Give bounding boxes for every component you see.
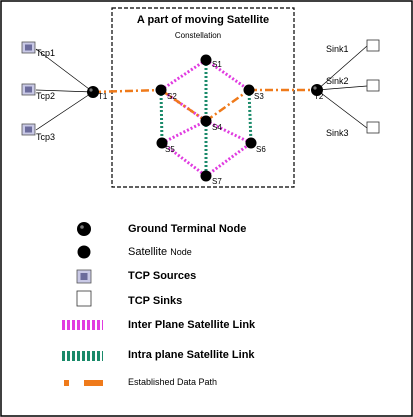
constellation-subtitle: Constellation [175, 31, 221, 40]
inter-link-s5-s7 [161, 141, 207, 178]
label-tcp3: Tcp3 [36, 132, 55, 142]
legend-symbol-satellite [77, 245, 91, 259]
tcp-source-2 [21, 83, 36, 96]
tcp-sinks [366, 39, 380, 134]
tcp-sink-2 [366, 79, 380, 92]
legend-label-satellite: Satellite Node [128, 246, 192, 258]
legend-symbol-tcp-source [76, 269, 92, 284]
satellite-node-s7 [200, 170, 212, 182]
inter-plane-links [160, 58, 252, 178]
inter-link-s1-s3 [205, 58, 250, 92]
ground-terminal-t1 [87, 86, 99, 98]
satellite-node-s4 [200, 115, 212, 127]
sink-link-1 [316, 45, 368, 91]
legend-label-tcp-sources: TCP Sources [128, 270, 197, 282]
inter-link-s2-s1 [160, 58, 207, 92]
legend-symbol-ground-terminal [77, 222, 91, 236]
label-s1: S1 [212, 60, 222, 69]
label-s4: S4 [212, 123, 222, 132]
legend-label-satellite-suffix: Node [170, 247, 192, 257]
legend-label-tcp-sinks: TCP Sinks [128, 295, 183, 307]
satellite-node-s5 [156, 137, 168, 149]
data-path-t1-s2 [92, 88, 162, 94]
tcp-source-3 [21, 123, 36, 136]
source-link-3 [35, 91, 94, 131]
satellite-node-s2 [155, 84, 167, 96]
inter-link-s5-s4 [161, 119, 207, 145]
inter-link-s2-s4 [160, 88, 207, 123]
data-path [92, 88, 317, 123]
intra-link-s2-s5 [159, 89, 164, 144]
label-sink1: Sink1 [326, 44, 349, 54]
data-path-s4-s3 [205, 88, 250, 123]
legend-symbol-data-path [64, 380, 103, 386]
label-tcp1: Tcp1 [36, 48, 55, 58]
inter-link-s4-s6 [205, 119, 252, 145]
legend-label-ground-terminal: Ground Terminal Node [128, 223, 247, 235]
constellation-box [111, 7, 295, 188]
intra-plane-links [159, 60, 253, 176]
legend-label-satellite-word: Satellite [128, 246, 168, 258]
label-t1: T1 [98, 92, 108, 101]
sink-link-2 [316, 85, 368, 91]
label-s2: S2 [167, 92, 177, 101]
tcp-sources [21, 41, 36, 136]
sink-link-3 [316, 89, 368, 129]
source-link-1 [35, 48, 94, 93]
legend-symbol-tcp-sink [76, 290, 92, 307]
label-s3: S3 [254, 92, 264, 101]
label-sink3: Sink3 [326, 128, 349, 138]
tcp-source-1 [21, 41, 36, 54]
label-s7: S7 [212, 177, 222, 186]
data-path-s2-s4 [160, 88, 207, 123]
ground-terminal-t2 [311, 84, 323, 96]
tcp-sink-1 [366, 39, 380, 52]
tcp-sink-3 [366, 121, 380, 134]
source-link-2 [35, 89, 94, 93]
satellite-node-s3 [243, 84, 255, 96]
legend-label-intra-plane: Intra plane Satellite Link [128, 349, 255, 361]
label-t2: T2 [314, 92, 324, 101]
label-sink2: Sink2 [326, 76, 349, 86]
intra-link-s3-s6 [247, 89, 253, 144]
constellation-title: A part of moving Satellite [137, 14, 269, 26]
satellite-node-s6 [245, 137, 257, 149]
satellite-node-s1 [200, 54, 212, 66]
legend-label-inter-plane: Inter Plane Satellite Link [128, 319, 256, 331]
label-tcp2: Tcp2 [36, 91, 55, 101]
legend-label-data-path: Established Data Path [128, 377, 218, 387]
satellite-nodes [155, 54, 257, 182]
label-s6: S6 [256, 145, 266, 154]
label-s5: S5 [165, 145, 175, 154]
inter-link-s7-s6 [205, 141, 252, 178]
